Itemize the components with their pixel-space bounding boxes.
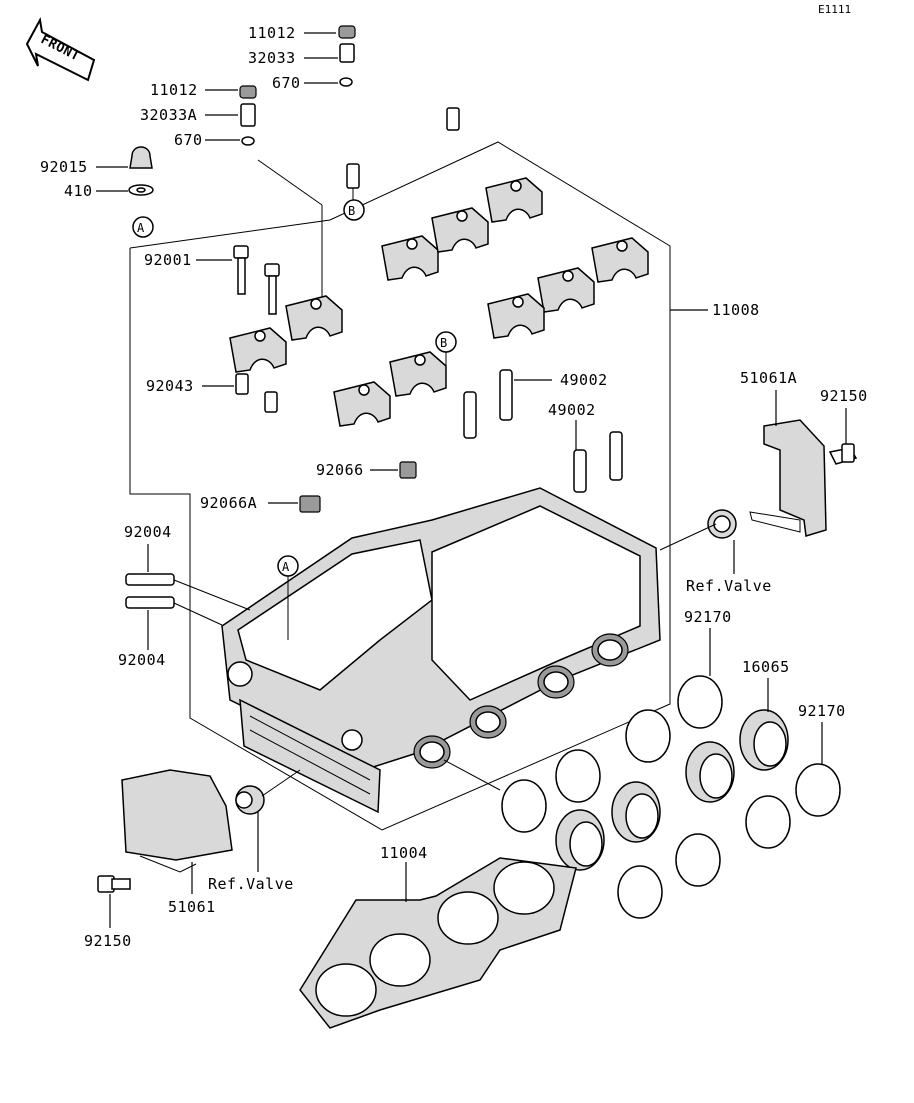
label-49002-a: 49002 — [560, 371, 608, 389]
joint-32033 — [339, 43, 355, 63]
label-51061A: 51061A — [740, 369, 797, 387]
exhaust-ports — [413, 633, 629, 769]
label-670-top: 670 — [272, 74, 301, 92]
svg-text:A: A — [137, 221, 145, 235]
label-92150-right: 92150 — [820, 387, 868, 405]
label-ref-valve-left: Ref.Valve — [208, 875, 294, 893]
cap-nut-92015 — [128, 146, 154, 196]
label-92150-left: 92150 — [84, 932, 132, 950]
bolts-92001 — [233, 245, 280, 315]
studs-49002 — [463, 369, 623, 493]
callout-A-top: A — [132, 216, 154, 238]
label-11004: 11004 — [380, 844, 428, 862]
holders-16065 — [555, 709, 789, 871]
label-16065: 16065 — [742, 658, 790, 676]
front-arrow-icon: FRONT — [25, 16, 96, 82]
cylinder-head-body — [221, 487, 661, 814]
label-92015: 92015 — [40, 158, 88, 176]
svg-text:B: B — [440, 336, 448, 350]
label-11012-top: 11012 — [248, 24, 296, 42]
cover-51061 — [121, 769, 233, 873]
label-92043: 92043 — [146, 377, 194, 395]
ref-valve-left-icon — [235, 785, 265, 815]
ref-valve-right-icon — [707, 509, 737, 539]
ring-670-mid — [241, 136, 255, 146]
bolt-92150-left — [97, 875, 131, 893]
label-92066: 92066 — [316, 461, 364, 479]
svg-text:A: A — [282, 560, 290, 574]
ring-670-top — [339, 77, 353, 87]
camshaft-caps — [229, 177, 649, 427]
cap-11012-mid — [239, 85, 257, 99]
callout-B-cam: B — [435, 331, 457, 353]
bracket-51061A — [749, 419, 858, 537]
cylinder-head-assembly-outline — [129, 141, 671, 831]
breather-pipe-assembly — [239, 25, 460, 189]
label-32033A: 32033A — [140, 106, 197, 124]
label-49002-b: 49002 — [548, 401, 596, 419]
dowels-92043 — [235, 373, 278, 413]
clamps-92170 — [501, 675, 841, 919]
label-670-mid: 670 — [174, 131, 203, 149]
label-32033: 32033 — [248, 49, 296, 67]
label-51061: 51061 — [168, 898, 216, 916]
callout-B-top: B — [343, 199, 365, 221]
diagram-code: E1111 — [818, 3, 851, 16]
label-92004-top: 92004 — [124, 523, 172, 541]
label-92170-right: 92170 — [798, 702, 846, 720]
plugs-92066 — [299, 461, 417, 513]
cap-11012-top — [338, 25, 356, 39]
label-92001: 92001 — [144, 251, 192, 269]
label-11008: 11008 — [712, 301, 760, 319]
label-410: 410 — [64, 182, 93, 200]
joint-32033A — [240, 103, 256, 127]
svg-text:B: B — [348, 204, 356, 218]
label-ref-valve-right: Ref.Valve — [686, 577, 772, 595]
label-11012-mid: 11012 — [150, 81, 198, 99]
callout-A-head: A — [277, 555, 299, 577]
label-92170-left: 92170 — [684, 608, 732, 626]
label-92066A: 92066A — [200, 494, 257, 512]
head-gasket-11004 — [299, 857, 577, 1029]
studs-92004 — [125, 573, 175, 609]
label-92004-bottom: 92004 — [118, 651, 166, 669]
